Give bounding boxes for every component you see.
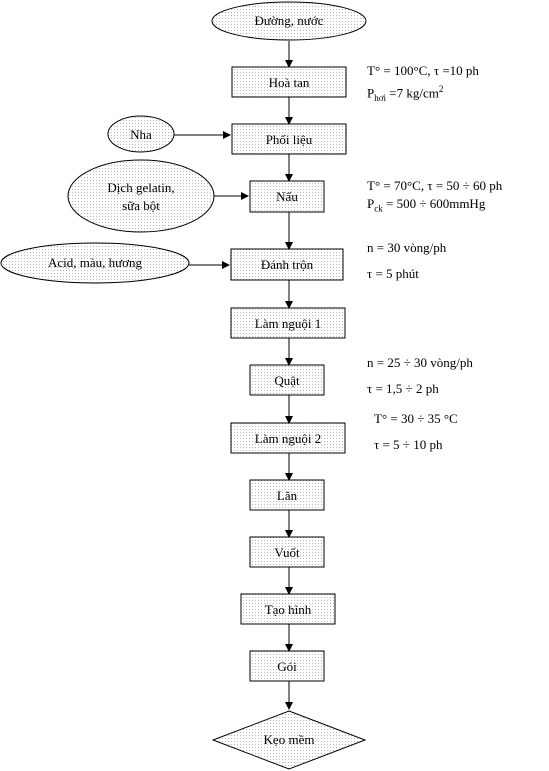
- note-hoa-tan-p-sup: 2: [438, 84, 444, 94]
- input-gelatin-label-1: Dịch gelatin,: [107, 180, 174, 195]
- end-node-label: Kẹo mềm: [264, 732, 315, 747]
- note-danh-tron-line2: τ = 5 phút: [367, 266, 419, 281]
- process-danh-tron-label: Đánh trộn: [261, 257, 314, 272]
- process-phoi-lieu: Phối liệu: [231, 123, 347, 155]
- process-hoa-tan: Hoà tan: [231, 66, 347, 98]
- note-nau-p: P: [367, 196, 375, 211]
- process-danh-tron: Đánh trộn: [230, 248, 344, 281]
- note-danh-tron-line1: n = 30 vòng/ph: [367, 240, 447, 255]
- process-vuot-label: Vuốt: [274, 545, 300, 560]
- note-nau: T° = 70°C, τ = 50 ÷ 60 ph Pck = 500 ÷ 60…: [367, 177, 502, 218]
- note-lam-nguoi-2: T° = 30 ÷ 35 °C τ = 5 ÷ 10 ph: [374, 406, 458, 458]
- process-goi: Gói: [249, 650, 325, 682]
- process-goi-label: Gói: [277, 659, 297, 674]
- process-vuot: Vuốt: [249, 536, 325, 568]
- process-lam-nguoi-1: Làm nguội 1: [230, 307, 346, 339]
- start-node-label: Đường, nước: [255, 13, 324, 28]
- process-lam-nguoi-2-label: Làm nguội 2: [255, 431, 321, 446]
- process-lan: Lăn: [249, 479, 325, 511]
- input-acid: Acid, màu, hương: [0, 242, 190, 284]
- input-gelatin-label-2: sữa bột: [122, 198, 160, 213]
- input-nha-label: Nha: [130, 127, 152, 142]
- note-hoa-tan-p-sub: hơi: [374, 92, 386, 103]
- note-lam-nguoi-2-line2: τ = 5 ÷ 10 ph: [374, 437, 443, 452]
- input-acid-label: Acid, màu, hương: [48, 255, 143, 270]
- process-quat-label: Quật: [274, 373, 300, 388]
- note-hoa-tan-line1: T° = 100°C, τ =10 ph: [367, 63, 479, 78]
- process-lam-nguoi-2: Làm nguội 2: [230, 422, 346, 454]
- note-lam-nguoi-2-line1: T° = 30 ÷ 35 °C: [374, 411, 458, 426]
- process-tao-hinh: Tạo hình: [240, 593, 336, 625]
- note-nau-line2: Pck = 500 ÷ 600mmHg: [367, 195, 502, 218]
- note-quat: n = 25 ÷ 30 vòng/ph τ = 1,5 ÷ 2 ph: [367, 350, 473, 402]
- process-tao-hinh-label: Tạo hình: [265, 602, 312, 617]
- note-quat-line1: n = 25 ÷ 30 vòng/ph: [367, 355, 473, 370]
- end-node: Kẹo mềm: [211, 710, 367, 770]
- note-hoa-tan-p: P: [367, 85, 375, 101]
- input-nha: Nha: [107, 115, 175, 153]
- note-nau-p-sub: ck: [374, 203, 383, 214]
- process-lan-label: Lăn: [277, 488, 298, 503]
- note-hoa-tan-line2: Phơi =7 kg/cm2: [367, 80, 479, 107]
- process-nau: Nấu: [249, 180, 325, 213]
- connectors: [174, 41, 293, 710]
- input-gelatin: Dịch gelatin, sữa bột: [67, 159, 215, 233]
- note-quat-line2: τ = 1,5 ÷ 2 ph: [367, 381, 439, 396]
- process-phoi-lieu-label: Phối liệu: [266, 132, 313, 147]
- process-lam-nguoi-1-label: Làm nguội 1: [255, 316, 321, 331]
- note-hoa-tan: T° = 100°C, τ =10 ph Phơi =7 kg/cm2: [367, 62, 479, 107]
- process-quat: Quật: [249, 364, 325, 396]
- note-hoa-tan-p-value: =7 kg/cm: [386, 85, 439, 101]
- note-danh-tron: n = 30 vòng/ph τ = 5 phút: [367, 235, 446, 287]
- start-node: Đường, nước: [211, 1, 367, 41]
- note-nau-line1: T° = 70°C, τ = 50 ÷ 60 ph: [367, 178, 503, 193]
- process-nau-label: Nấu: [276, 189, 298, 204]
- process-hoa-tan-label: Hoà tan: [269, 75, 310, 90]
- note-nau-p-value: = 500 ÷ 600mmHg: [382, 196, 486, 211]
